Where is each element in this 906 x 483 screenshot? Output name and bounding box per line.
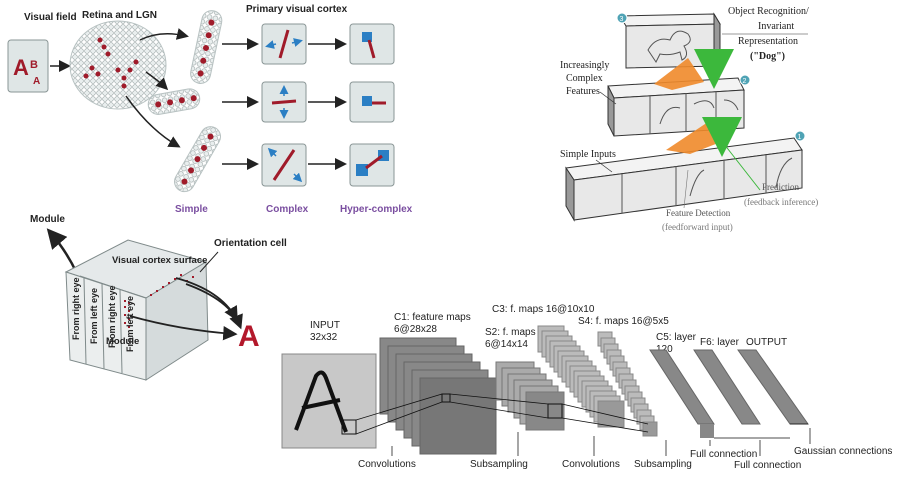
input-letter-a (294, 370, 348, 433)
arrow-retina-to-strip-1 (139, 28, 189, 41)
feature-detection-label: Feature Detection (666, 208, 731, 218)
c3-feature-maps (537, 325, 625, 428)
c3-map (597, 400, 625, 428)
top-label-line-1: Object Recognition/ (728, 6, 809, 17)
layer-s2-size: 6@14x14 (485, 339, 528, 350)
c1-feature-maps (379, 337, 497, 455)
arrow-cube-to-a-3 (129, 315, 238, 341)
level-badge-2: 2 (743, 78, 747, 85)
complex-cell-row-3 (222, 143, 395, 187)
visual-field-letter-b: B (30, 59, 38, 71)
simple-cell-strip-2 (147, 88, 201, 115)
arrow-cube-to-a-2 (185, 283, 243, 330)
layer-output-title: OUTPUT (746, 337, 787, 348)
complex-cell-row-2 (222, 81, 395, 123)
visual-field-letter-a-small: A (33, 76, 40, 87)
surface-label-text: Visual cortex surface (112, 255, 207, 266)
s4-map (642, 421, 658, 437)
op-full-connection-1: Full connection (690, 449, 757, 460)
lenet-panel: INPUT 32x32 C1: feature maps 6@28x28 S2:… (281, 304, 892, 471)
strip-label-3: From right eye (107, 285, 117, 348)
s4-feature-maps (597, 331, 658, 437)
op-convolutions-1: Convolutions (358, 459, 416, 470)
arrow-retina-to-strip-3 (125, 95, 181, 148)
mid-label-line-2: Complex (566, 73, 603, 84)
cube-right-face (145, 261, 209, 381)
layer-f6-title: F6: layer (700, 337, 740, 348)
layer-c1-size: 6@28x28 (394, 324, 437, 335)
orange-pyramid-top (654, 58, 704, 90)
s2-feature-maps (495, 361, 565, 431)
layer-s2-title: S2: f. maps (485, 327, 536, 338)
op-subsampling-1: Subsampling (470, 459, 528, 470)
hierarchy-panel: 3 Object Recognition/ Invariant Represen… (560, 6, 818, 232)
projection-lines (355, 393, 649, 435)
hubel-wiesel-panel: Visual field A B A Retina and LGN Primar… (7, 4, 413, 215)
hierarchy-block-top: 3 (616, 12, 721, 69)
arrow-retina-to-strip-2 (145, 71, 169, 91)
simple-inputs-label: Simple Inputs (560, 149, 616, 160)
level-badge-1: 1 (798, 134, 802, 141)
mid-label-line-3: Features (566, 86, 600, 97)
big-letter-a: A (238, 320, 260, 353)
layer-c5-title: C5: layer (656, 332, 697, 343)
op-tick-lines (391, 428, 811, 456)
prediction-sublabel: (feedback inference) (744, 197, 818, 207)
layer-input-title: INPUT (310, 320, 340, 331)
simple-cell-strip-1 (190, 10, 223, 84)
visual-cortex-surface-label: Visual cortex surface (112, 255, 207, 266)
retina-label: Retina and LGN (82, 10, 157, 21)
top-label-line-4: ("Dog") (750, 51, 785, 62)
top-label-line-2: Invariant (758, 21, 794, 32)
retina-blob (69, 20, 167, 110)
inner-module-label: Module (106, 336, 139, 347)
visual-field-letter-a: A (13, 55, 29, 80)
column-label-simple: Simple (175, 204, 208, 215)
level-badge-3: 3 (620, 16, 624, 23)
op-subsampling-2: Subsampling (634, 459, 692, 470)
op-gaussian-connections: Gaussian connections (794, 446, 892, 457)
op-full-connection-2: Full connection (734, 460, 801, 471)
layer-input-size: 32x32 (310, 332, 338, 343)
strip-label-2: From left eye (89, 288, 99, 344)
mid-label-line-1: Increasingly (560, 60, 609, 71)
op-convolutions-2: Convolutions (562, 459, 620, 470)
complex-cell-row-1 (222, 23, 395, 65)
prediction-green-line (723, 143, 761, 191)
top-label-line-3: Representation (738, 36, 798, 47)
feature-detection-sublabel: (feedforward input) (662, 222, 733, 232)
visual-field-box (7, 39, 49, 93)
c5-box (700, 424, 714, 438)
retina-red-cells (83, 37, 139, 89)
layer-s4-title: S4: f. maps 16@5x5 (578, 316, 669, 327)
module-top-label: Module (30, 214, 65, 225)
simple-cell-strip-3 (174, 126, 221, 193)
strip-label-4: From left eye (125, 296, 135, 352)
layer-c3-title: C3: f. maps 16@10x10 (492, 304, 595, 315)
visual-field-label: Visual field (24, 12, 77, 23)
prediction-label: Prediction (762, 182, 799, 192)
column-label-complex: Complex (266, 204, 309, 215)
primary-cortex-label: Primary visual cortex (246, 4, 348, 15)
strip-label-1: From right eye (71, 277, 81, 340)
column-label-hyper-complex: Hyper-complex (340, 204, 413, 215)
orientation-cell-label: Orientation cell (214, 238, 287, 249)
cortical-column-panel: Module Visual cortex surface Orientation… (30, 214, 287, 381)
full-connection-stripes (649, 349, 809, 425)
visual-field-label-text: Visual field (24, 12, 77, 23)
layer-c1-title: C1: feature maps (394, 312, 471, 323)
